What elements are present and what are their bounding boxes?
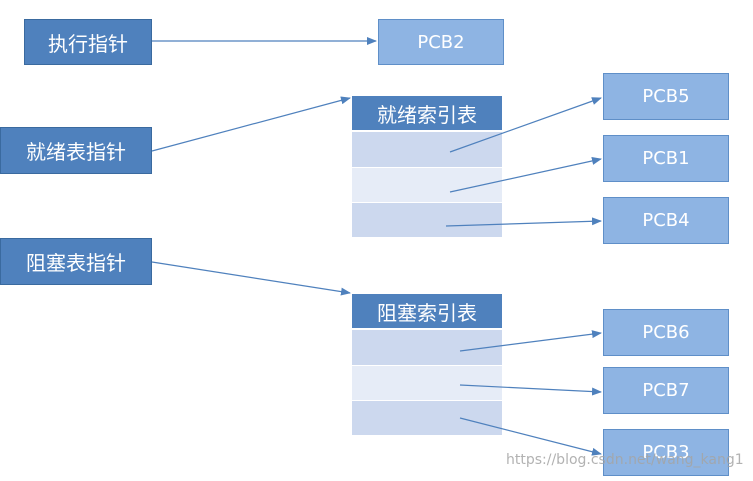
pcb3-label: PCB3	[642, 442, 690, 463]
watermark-text: https://blog.csdn.net/wang_kang1	[506, 452, 744, 468]
running-pointer-box: 执行指针	[24, 19, 152, 65]
ready-table-row-3	[352, 203, 502, 237]
pcb7-box: PCB7	[603, 367, 729, 414]
blocked-pointer-label: 阻塞表指针	[26, 251, 126, 275]
pcb2-label: PCB2	[417, 31, 465, 53]
pcb6-label: PCB6	[642, 322, 690, 343]
pcb7-label: PCB7	[642, 380, 690, 401]
arrow-blocked-pointer-to-table	[151, 261, 351, 296]
ready-pointer-box: 就绪表指针	[0, 127, 152, 174]
ready-table-row-2	[352, 168, 502, 202]
running-pointer-label: 执行指针	[48, 31, 128, 56]
blocked-pointer-box: 阻塞表指针	[0, 238, 152, 285]
blocked-table-row-3	[352, 401, 502, 435]
pcb2-box: PCB2	[378, 19, 504, 65]
pcb1-label: PCB1	[642, 148, 690, 169]
pcb5-box: PCB5	[603, 73, 729, 120]
blocked-table-row-2	[352, 366, 502, 400]
pcb3-box: PCB3	[603, 429, 729, 476]
ready-table-title: 就绪索引表	[377, 102, 477, 127]
arrow-ready-row3-to-pcb4	[445, 217, 602, 227]
blocked-table-row-1	[352, 330, 502, 365]
pcb6-box: PCB6	[603, 309, 729, 356]
arrow-blocked-row3-to-pcb3	[459, 417, 602, 456]
arrow-ready-row1-to-pcb5	[449, 97, 602, 153]
arrow-blocked-row2-to-pcb7	[459, 384, 602, 396]
pcb5-label: PCB5	[642, 86, 690, 107]
pcb4-box: PCB4	[603, 197, 729, 244]
pcb1-box: PCB1	[603, 135, 729, 182]
arrow-ready-pointer-to-table	[151, 96, 351, 152]
blocked-table-header: 阻塞索引表	[352, 294, 502, 328]
ready-table-row-1	[352, 132, 502, 167]
pcb4-label: PCB4	[642, 210, 690, 231]
arrow-ready-row2-to-pcb1	[449, 157, 602, 193]
arrow-blocked-row1-to-pcb6	[459, 330, 602, 352]
ready-pointer-label: 就绪表指针	[26, 140, 126, 164]
ready-table-header: 就绪索引表	[352, 96, 502, 130]
blocked-table-title: 阻塞索引表	[377, 300, 477, 325]
